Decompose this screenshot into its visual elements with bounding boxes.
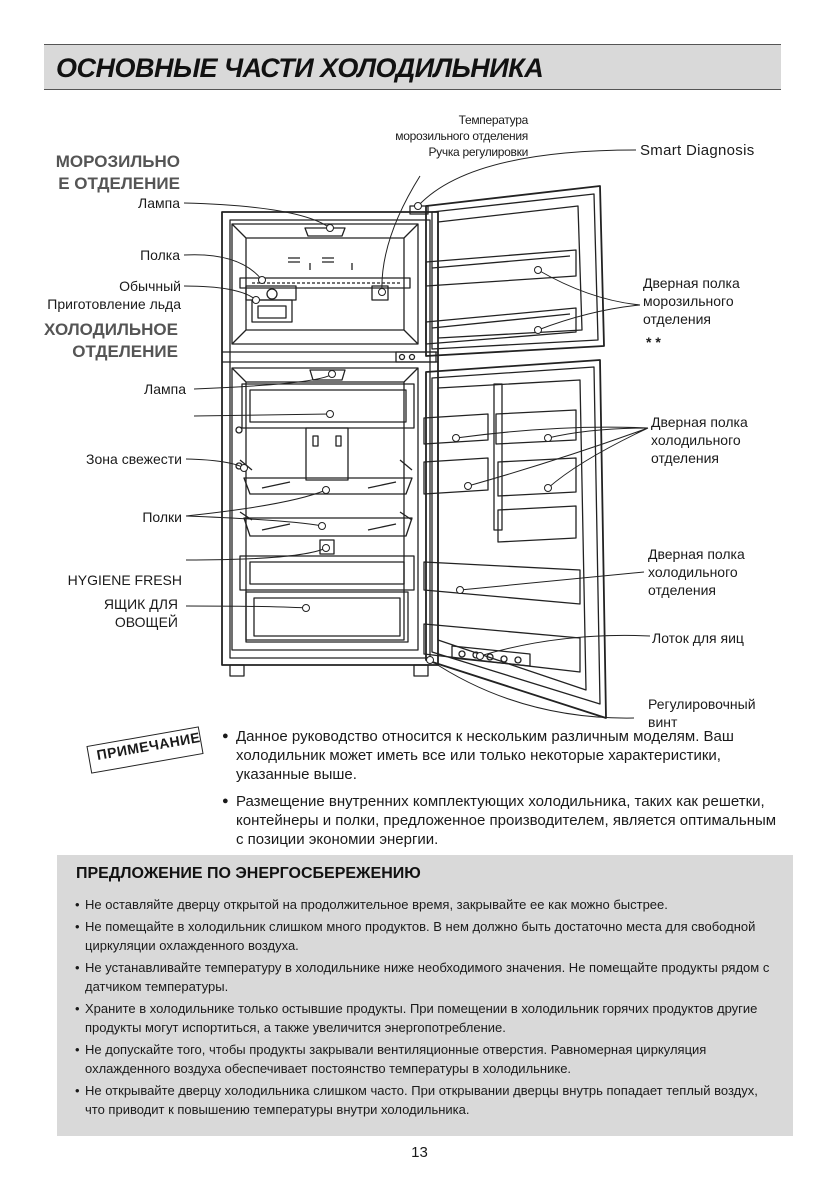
label-vegetable-drawer: ЯЩИК ДЛЯ ОВОЩЕЙ [103, 596, 178, 630]
energy-tip: Не устанавливайте температуру в холодиль… [75, 958, 780, 996]
label-fridge-door-shelf-upper: Дверная полка холодильного отделения [651, 414, 748, 466]
energy-tip: Не открывайте дверцу холодильника слишко… [75, 1081, 780, 1119]
label-lamp-fridge: Лампа [144, 381, 186, 397]
energy-tip: Храните в холодильнике только остывшие п… [75, 999, 780, 1037]
energy-saving-list: Не оставляйте дверцу открытой на продолж… [75, 895, 780, 1122]
label-fresh-zone: Зона свежести [86, 451, 182, 467]
label-freezer-door-mark: * * [646, 334, 661, 350]
note-item: Размещение внутренних комплектующих холо… [222, 792, 782, 849]
label-shelves: Полки [142, 509, 182, 525]
title-bar: ОСНОВНЫЕ ЧАСТИ ХОЛОДИЛЬНИКА [44, 44, 781, 90]
label-hygiene-fresh: HYGIENE FRESH [67, 572, 182, 588]
page-title: ОСНОВНЫЕ ЧАСТИ ХОЛОДИЛЬНИКА [56, 53, 544, 83]
fridge-section-heading: ХОЛОДИЛЬНОЕ ОТДЕЛЕНИЕ [44, 320, 178, 361]
label-egg-tray: Лоток для яиц [652, 630, 744, 646]
label-smart-diagnosis: Smart Diagnosis [640, 142, 755, 159]
label-ice-maker: Обычный Приготовление льда [47, 278, 181, 312]
refrigerator-diagram [183, 149, 651, 719]
energy-tip: Не допускайте того, чтобы продукты закры… [75, 1040, 780, 1078]
label-lamp-freezer: Лампа [138, 195, 180, 211]
label-adjusting-screw: Регулировочный винт [648, 696, 756, 730]
note-list: Данное руководство относится к нескольки… [222, 727, 782, 857]
freezer-section-heading: МОРОЗИЛЬНО Е ОТДЕЛЕНИЕ [55, 152, 180, 193]
energy-tip: Не помещайте в холодильник слишком много… [75, 917, 780, 955]
note-badge: ПРИМЕЧАНИЕ [86, 726, 206, 774]
energy-saving-title: ПРЕДЛОЖЕНИЕ ПО ЭНЕРГОСБЕРЕЖЕНИЮ [76, 865, 421, 882]
label-freezer-temp-control: Температура морозильного отделения Ручка… [395, 113, 528, 159]
energy-tip: Не оставляйте дверцу открытой на продолж… [75, 895, 780, 914]
note-item: Данное руководство относится к нескольки… [222, 727, 782, 784]
page-number: 13 [411, 1144, 428, 1161]
energy-saving-box: ПРЕДЛОЖЕНИЕ ПО ЭНЕРГОСБЕРЕЖЕНИЮ Не остав… [57, 855, 793, 1136]
label-fridge-door-shelf-lower: Дверная полка холодильного отделения [648, 546, 745, 598]
label-freezer-door-shelf: Дверная полка морозильного отделения [643, 275, 740, 327]
label-shelf: Полка [140, 247, 180, 263]
